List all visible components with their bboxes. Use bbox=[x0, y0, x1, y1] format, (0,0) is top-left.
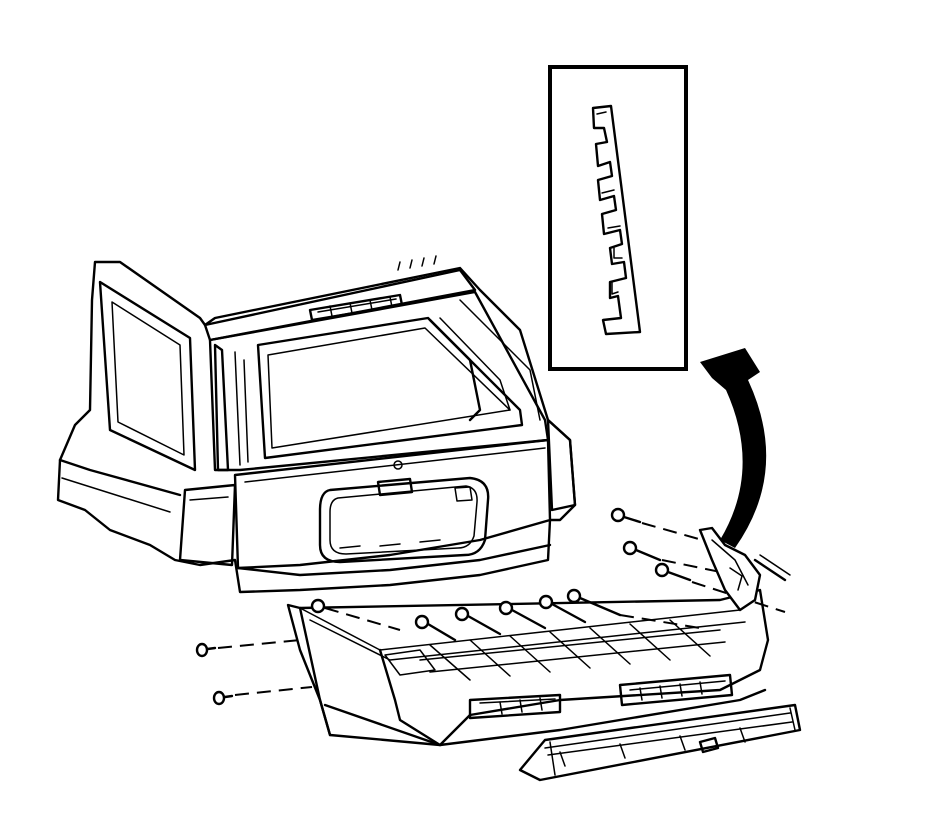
detail-callout-arrow bbox=[700, 348, 767, 548]
screw-left-2 bbox=[212, 686, 313, 706]
screw-top-row bbox=[310, 588, 701, 642]
detail-inset bbox=[548, 65, 688, 371]
lower-valance-trim bbox=[518, 703, 802, 782]
bumper-fasteners bbox=[195, 507, 791, 706]
rear-bumper-fascia bbox=[286, 588, 770, 747]
screw-left-1 bbox=[195, 639, 301, 658]
vehicle-rear-body bbox=[56, 255, 577, 594]
bumper-bracket-right bbox=[698, 526, 791, 612]
